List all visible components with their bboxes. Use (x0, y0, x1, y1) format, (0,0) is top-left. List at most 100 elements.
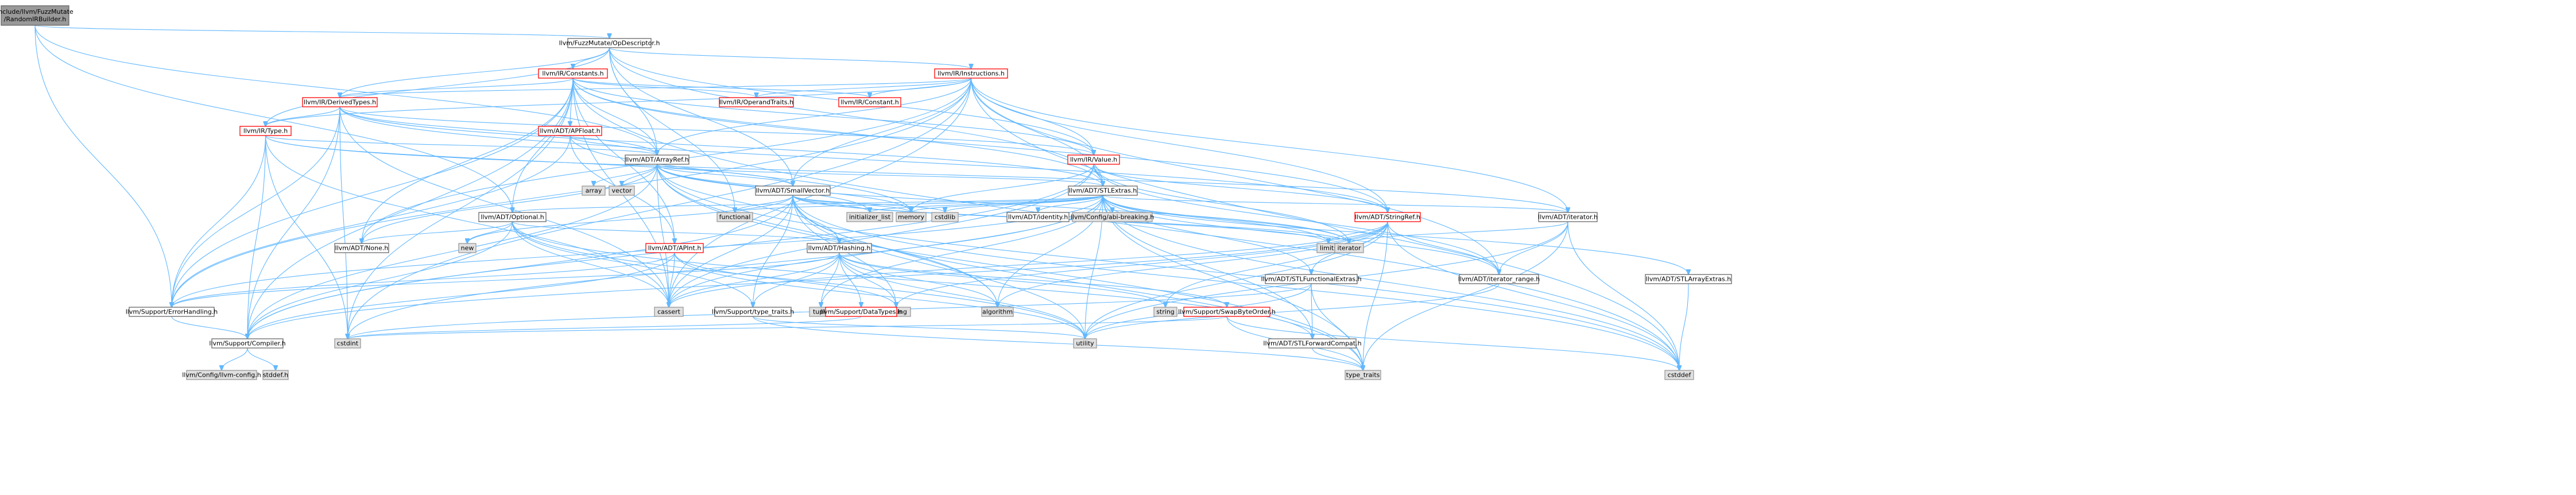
node-label: cstdlib (935, 214, 955, 221)
edge-Hashing-to-utility (839, 252, 1085, 339)
node-label: functional (719, 214, 751, 221)
node-DataTypes[interactable]: llvm/Support/DataTypes.h (820, 307, 902, 317)
node-IRType[interactable]: llvm/IR/Type.h (239, 126, 292, 136)
node-label: llvm/Support/type_traits.h (712, 308, 794, 316)
edge-ArrayRef-to-array (594, 164, 658, 186)
node-functional: functional (716, 212, 753, 222)
node-box (1538, 212, 1598, 222)
edge-Instructions-to-Constant (870, 78, 972, 98)
node-box (1645, 274, 1732, 284)
node-STLArrayExtras[interactable]: llvm/ADT/STLArrayExtras.h (1645, 274, 1732, 284)
node-cstdint: cstdint (334, 338, 361, 349)
edge-IRValue-to-cassert (669, 164, 1094, 307)
node-ArrayRef[interactable]: llvm/ADT/ArrayRef.h (625, 154, 689, 165)
node-SmallVector[interactable]: llvm/ADT/SmallVector.h (755, 185, 831, 196)
node-box (825, 307, 897, 317)
node-box (1183, 307, 1270, 317)
node-label: algorithm (982, 308, 1013, 316)
node-iterator_range[interactable]: llvm/ADT/iterator_range.h (1458, 274, 1540, 284)
node-box (334, 243, 389, 253)
node-StringRef[interactable]: llvm/ADT/StringRef.h (1354, 212, 1421, 222)
edge-DerivedTypes-to-StringRef (339, 106, 1388, 212)
edge-STLExtras-to-STLFunctionalExtras (1102, 195, 1311, 274)
edge-SmallVector-to-Compiler (247, 195, 793, 339)
node-box (186, 370, 257, 380)
node-SwapByteOrder[interactable]: llvm/Support/SwapByteOrder.h (1178, 307, 1276, 317)
node-label: llvm/ADT/StringRef.h (1355, 214, 1420, 221)
edge-ArrayRef-to-type_traits (656, 164, 1363, 370)
node-identity[interactable]: llvm/ADT/identity.h (1006, 212, 1070, 222)
node-Constant[interactable]: llvm/IR/Constant.h (838, 97, 901, 107)
edge-StringRef-to-type_traits (1363, 221, 1388, 370)
node-label: llvm/ADT/STLArrayExtras.h (1646, 276, 1731, 283)
edge-Constants-to-APInt (572, 78, 675, 243)
node-None[interactable]: llvm/ADT/None.h (334, 243, 389, 253)
edge-Constants-to-ErrorHandling (172, 78, 574, 307)
node-initializer_list: initializer_list (846, 212, 893, 222)
node-iterator[interactable]: llvm/ADT/iterator.h (1538, 212, 1598, 222)
edge-DerivedTypes-to-cassert (339, 106, 669, 307)
root-file-node[interactable]: include/llvm/FuzzMutate/RandomIRBuilder.… (0, 5, 73, 26)
edge-Optional-to-utility (512, 221, 1086, 339)
edge-root-to-ArrayRef (34, 25, 657, 155)
node-box (1265, 274, 1358, 284)
node-Optional[interactable]: llvm/ADT/Optional.h (478, 212, 547, 222)
edge-APFloat-to-memory (570, 135, 911, 212)
edge-SmallVector-to-algorithm (792, 195, 998, 307)
edge-APFloat-to-ErrorHandling (172, 135, 571, 307)
node-STLExtras[interactable]: llvm/ADT/STLExtras.h (1068, 185, 1138, 196)
edge-STLExtras-to-identity (1038, 195, 1103, 212)
node-utility: utility (1073, 338, 1097, 349)
node-label: llvm/FuzzMutate/OpDescriptor.h (559, 40, 660, 47)
node-type_traits_h[interactable]: llvm/Support/type_traits.h (712, 307, 794, 317)
edge-layer (34, 25, 1688, 370)
edge-SmallVector-to-initializer_list (792, 195, 870, 212)
edge-Instructions-to-OperandTraits (757, 78, 972, 98)
edge-Instructions-to-STLExtras (970, 78, 1103, 186)
edge-Hashing-to-algorithm (839, 252, 998, 307)
node-label: llvm/ADT/STLForwardCompat.h (1263, 340, 1361, 347)
node-box (1006, 212, 1070, 222)
node-limits: limits (1316, 243, 1341, 253)
node-APInt[interactable]: llvm/ADT/APInt.h (645, 243, 704, 253)
edge-iterator-to-cstddef (1567, 221, 1679, 370)
node-APFloat[interactable]: llvm/ADT/APFloat.h (538, 126, 602, 136)
node-label: llvm/IR/Value.h (1070, 156, 1117, 164)
edge-IRValue-to-StringRef (1093, 164, 1388, 212)
node-ErrorHandling[interactable]: llvm/Support/ErrorHandling.h (126, 307, 218, 317)
node-DerivedTypes[interactable]: llvm/IR/DerivedTypes.h (302, 97, 378, 107)
edge-ArrayRef-to-Hashing (656, 164, 840, 243)
edge-DataTypes-to-cstdint (348, 316, 862, 339)
edge-DerivedTypes-to-IRType (266, 106, 340, 126)
edge-APInt-to-utility (674, 252, 1085, 339)
edge-DerivedTypes-to-ArrayRef (339, 106, 657, 155)
node-STLForwardCompat[interactable]: llvm/ADT/STLForwardCompat.h (1263, 338, 1362, 349)
node-IRValue[interactable]: llvm/IR/Value.h (1067, 154, 1120, 165)
node-OpDescriptor[interactable]: llvm/FuzzMutate/OpDescriptor.h (559, 38, 660, 48)
edge-Optional-to-Compiler (247, 221, 513, 339)
node-layer: include/llvm/FuzzMutate/RandomIRBuilder.… (0, 5, 1732, 380)
node-box (302, 97, 378, 107)
node-label: array (586, 187, 602, 195)
node-memory: memory (896, 212, 927, 222)
edge-iterator_range-to-utility (1085, 283, 1500, 339)
node-label: llvm/IR/Instructions.h (938, 70, 1005, 78)
edge-StringRef-to-Compiler (247, 221, 1388, 339)
edge-Constants-to-StringRef (572, 78, 1388, 212)
node-Instructions[interactable]: llvm/IR/Instructions.h (934, 68, 1008, 79)
node-STLFunctionalExtras[interactable]: llvm/ADT/STLFunctionalExtras.h (1261, 274, 1362, 284)
node-Compiler[interactable]: llvm/Support/Compiler.h (209, 338, 286, 349)
node-OperandTraits[interactable]: llvm/IR/OperandTraits.h (719, 97, 794, 107)
node-string: string (1153, 307, 1177, 317)
node-label: limits (1320, 245, 1337, 252)
edge-STLExtras-to-STLArrayExtras (1102, 195, 1688, 274)
node-cstddef: cstddef (1664, 370, 1694, 380)
node-llvmconfig: llvm/Config/llvm-config.h (182, 370, 261, 380)
node-Hashing[interactable]: llvm/ADT/Hashing.h (807, 243, 872, 253)
edge-Constants-to-ArrayRef (572, 78, 657, 155)
node-Constants[interactable]: llvm/IR/Constants.h (538, 68, 608, 79)
node-box (334, 338, 361, 349)
node-box (1345, 370, 1381, 380)
node-label: memory (898, 214, 924, 221)
edge-IRValue-to-iteratorsys (1093, 164, 1349, 243)
